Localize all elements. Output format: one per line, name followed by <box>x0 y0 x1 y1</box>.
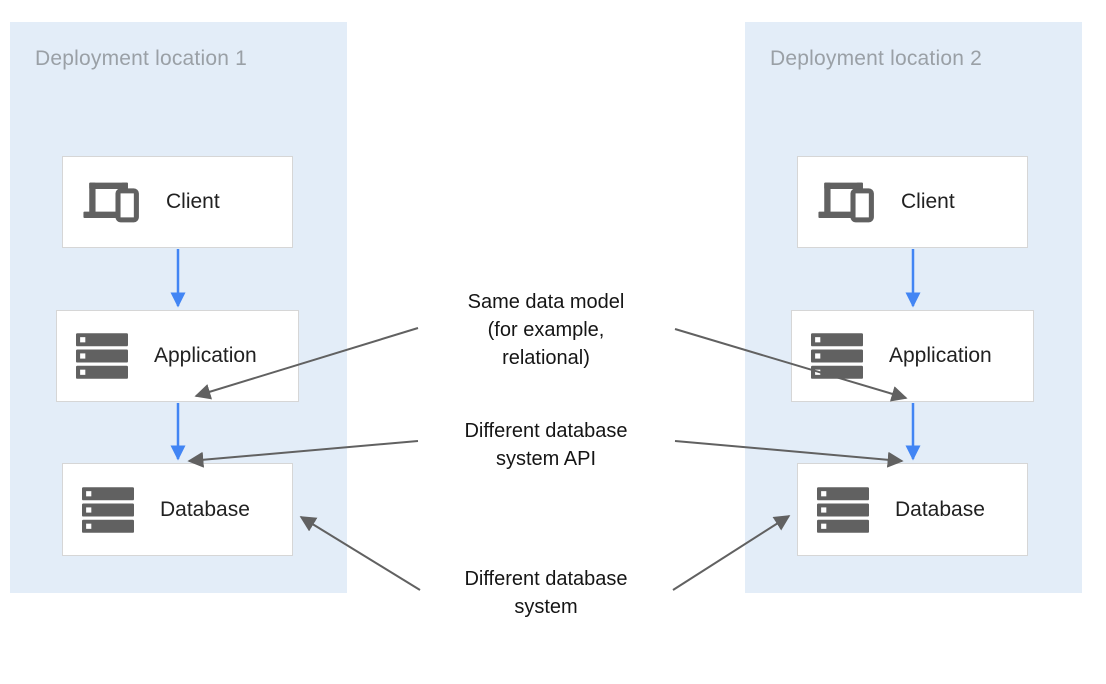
servers-icon <box>811 333 863 379</box>
node-label: Database <box>160 497 250 521</box>
devices-icon <box>83 182 139 223</box>
panel-title: Deployment location 2 <box>770 47 982 70</box>
annotation-line: system <box>514 596 578 618</box>
annotation-same-data-model: Same data model (for example, relational… <box>406 288 686 372</box>
annotation-different-db-api: Different database system API <box>406 417 686 473</box>
annotation-line: Different database <box>464 568 628 590</box>
annotation-line: Same data model <box>467 291 625 313</box>
application-node: Application <box>791 310 1034 402</box>
node-label: Client <box>901 190 955 213</box>
node-label: Client <box>166 190 220 213</box>
deployment-location-1-panel: Deployment location 1 Client <box>10 22 347 593</box>
panel-title: Deployment location 1 <box>35 47 247 70</box>
annotation-line: Different database <box>464 420 628 442</box>
database-node: Database <box>797 463 1028 556</box>
servers-icon <box>82 486 134 533</box>
database-node: Database <box>62 463 293 556</box>
application-node: Application <box>56 310 299 402</box>
annotation-line: relational) <box>502 347 590 369</box>
devices-icon <box>818 182 874 223</box>
node-label: Database <box>895 497 985 521</box>
annotation-different-db-system: Different database system <box>406 565 686 621</box>
node-label: Application <box>889 344 992 367</box>
annotation-line: system API <box>495 448 597 470</box>
servers-icon <box>76 333 128 379</box>
servers-icon <box>817 486 869 533</box>
deployment-location-2-panel: Deployment location 2 Client <box>745 22 1082 593</box>
node-label: Application <box>154 344 257 367</box>
client-node: Client <box>62 156 293 248</box>
annotation-line: (for example, <box>487 319 605 341</box>
client-node: Client <box>797 156 1028 248</box>
